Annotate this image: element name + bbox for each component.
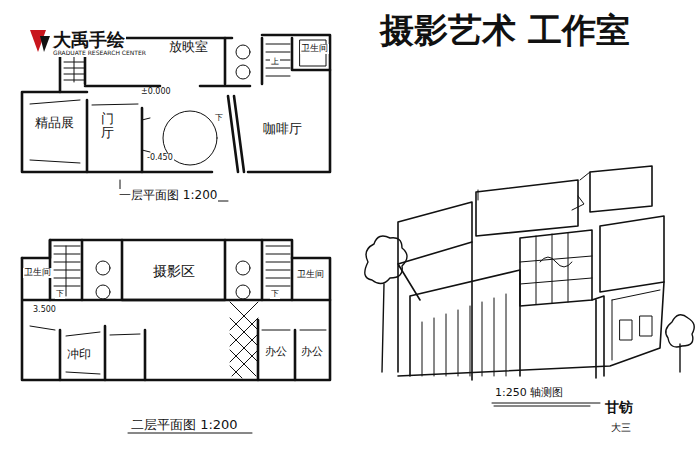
room-name: 精品展 — [34, 116, 75, 130]
tree — [365, 236, 694, 372]
room-name: 办公 — [300, 346, 324, 358]
upper-floor-walls — [22, 240, 330, 380]
elevation-mark: -0.450 — [146, 154, 174, 163]
underline — [492, 403, 600, 406]
room-name: 摄影区 — [152, 264, 196, 279]
ground-floor-details — [30, 40, 326, 201]
sheet-title: 摄影艺术 工作室 — [380, 6, 630, 55]
room-name: 门厅 — [100, 112, 115, 141]
room-name: 冲印 — [66, 348, 92, 361]
elevation-mark: 3.500 — [32, 306, 57, 315]
elevation-mark: ±0.000 — [140, 88, 172, 97]
room-name: 咖啡厅 — [262, 122, 303, 136]
room-name: 卫生间 — [300, 44, 329, 54]
upper-floor-details — [30, 246, 326, 433]
signature: 大三 — [610, 422, 632, 433]
watermark-subtitle: GRADUATE RESEARCH CENTER — [52, 50, 147, 57]
signature: 甘钫 — [604, 400, 634, 415]
room-name: 卫生间 — [23, 268, 52, 278]
stair-mark: 下 — [214, 114, 224, 123]
ground-floor-walls — [22, 35, 330, 172]
stair-mark: 下 — [270, 290, 280, 299]
drawing-title: 二层平面图 1:200 — [130, 418, 239, 432]
watermark: 大禹手绘 — [52, 30, 126, 50]
drawing-title: 一层平面图 1:200 — [118, 189, 218, 202]
drawing-title: 1:250 轴测图 — [494, 387, 564, 399]
room-name: 放映室 — [168, 40, 209, 54]
room-name: 卫生间 — [296, 270, 325, 280]
stair-mark: 下 — [55, 290, 65, 299]
logo-mark — [40, 36, 50, 52]
room-name: 办公 — [264, 346, 288, 358]
stair-mark: 上 — [270, 58, 280, 67]
axonometric-building — [398, 166, 664, 380]
